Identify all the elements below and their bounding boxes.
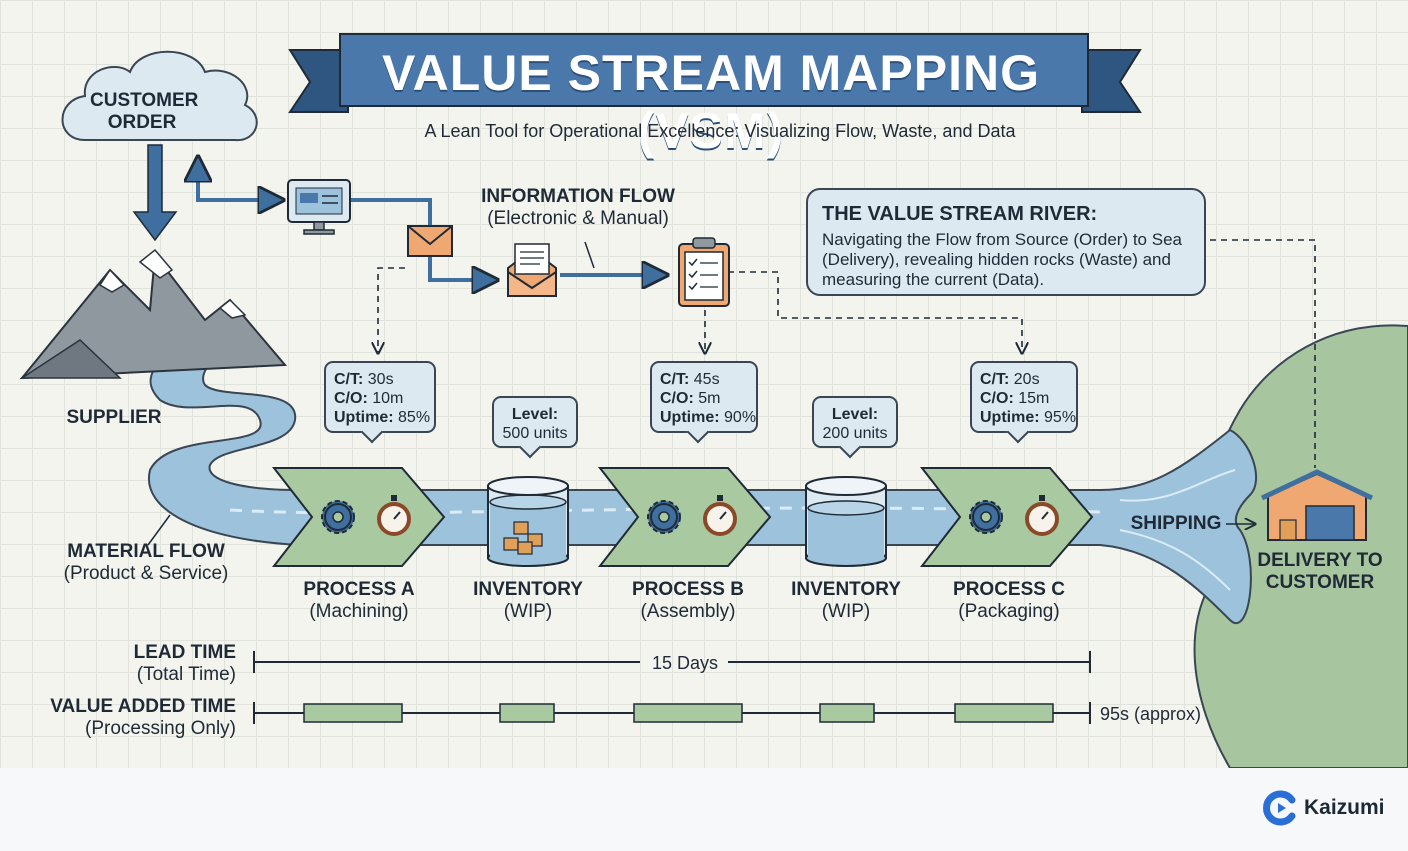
lead-time-value: 15 Days — [651, 653, 719, 673]
page-subtitle: A Lean Tool for Operational Excellence: … — [424, 121, 1016, 141]
computer-monitor-icon — [287, 179, 351, 235]
value-stream-river-callout: THE VALUE STREAM RIVER: Navigating the F… — [806, 188, 1206, 296]
inventory-1-label: INVENTORY (WIP) — [473, 579, 583, 622]
process-a-chevron — [271, 467, 446, 567]
brand-name: Kaizumi — [1304, 796, 1385, 819]
page-title: VALUE STREAM MAPPING (VSM) — [382, 45, 1040, 159]
inventory-1-tank-icon — [487, 476, 569, 567]
material-flow-pointer — [147, 514, 171, 546]
supplier-mountains-icon — [19, 248, 288, 380]
river-callout-body: Navigating the Flow from Source (Order) … — [822, 230, 1182, 289]
clipboard-icon — [678, 237, 730, 307]
value-stream-river — [147, 329, 1258, 624]
process-b-label: PROCESS B (Assembly) — [632, 579, 744, 622]
process-c-label: PROCESS C (Packaging) — [953, 579, 1065, 622]
delivery-to-customer-label: DELIVERY TO CUSTOMER — [1257, 550, 1383, 593]
warehouse-icon — [1260, 469, 1374, 541]
value-added-time-value: 95s (approx) — [1100, 704, 1202, 724]
process-a-data-box: C/T: 30s C/O: 10m Uptime: 85% — [324, 361, 436, 444]
material-flow-label: MATERIAL FLOW (Product & Service) — [63, 541, 229, 584]
kaizumi-logo-icon — [1263, 790, 1296, 826]
supplier-label: SUPPLIER — [66, 407, 162, 428]
information-flow-pointer — [584, 241, 595, 269]
open-envelope-icon — [507, 243, 557, 297]
process-b-data-box: C/T: 45s C/O: 5m Uptime: 90% — [650, 361, 758, 444]
process-a-stopwatch-icon — [377, 495, 411, 536]
information-flow-label: INFORMATION FLOW (Electronic & Manual) — [481, 186, 675, 229]
process-a-gear-icon — [321, 500, 355, 534]
title-banner — [288, 33, 1142, 113]
lead-time-timeline — [253, 651, 1091, 673]
lead-time-label: LEAD TIME (Total Time) — [133, 642, 236, 685]
process-c-stopwatch-icon — [1025, 495, 1059, 536]
process-c-gear-icon — [969, 500, 1003, 534]
inventory-2-tank-icon — [805, 476, 887, 567]
process-a-label: PROCESS A (Machining) — [303, 579, 415, 622]
process-b-stopwatch-icon — [703, 495, 737, 536]
shipping-label: SHIPPING — [1130, 513, 1222, 534]
value-added-segments — [303, 703, 1054, 723]
customer-order-cloud-icon — [61, 50, 258, 142]
customer-order-label: CUSTOMER ORDER — [90, 90, 199, 133]
value-added-time-label: VALUE ADDED TIME (Processing Only) — [50, 696, 236, 739]
footer — [0, 768, 1408, 851]
inventory-1-level-box: Level: 500 units — [492, 396, 578, 459]
inventory-2-label: INVENTORY (WIP) — [791, 579, 901, 622]
dashed-signal-lines — [378, 239, 1316, 468]
brand-logo: Kaizumi — [1262, 790, 1385, 826]
process-b-chevron — [597, 467, 772, 567]
process-c-data-box: C/T: 20s C/O: 15m Uptime: 95% — [970, 361, 1078, 444]
diagram-graphics — [19, 33, 1408, 768]
order-to-supplier-arrow-icon — [132, 144, 178, 242]
inventory-2-level-box: Level: 200 units — [812, 396, 898, 459]
envelope-icon — [407, 225, 453, 257]
information-flow-lines — [198, 160, 664, 280]
river-callout-title: THE VALUE STREAM RIVER: — [822, 203, 1098, 225]
process-b-gear-icon — [647, 500, 681, 534]
process-c-chevron — [919, 467, 1094, 567]
